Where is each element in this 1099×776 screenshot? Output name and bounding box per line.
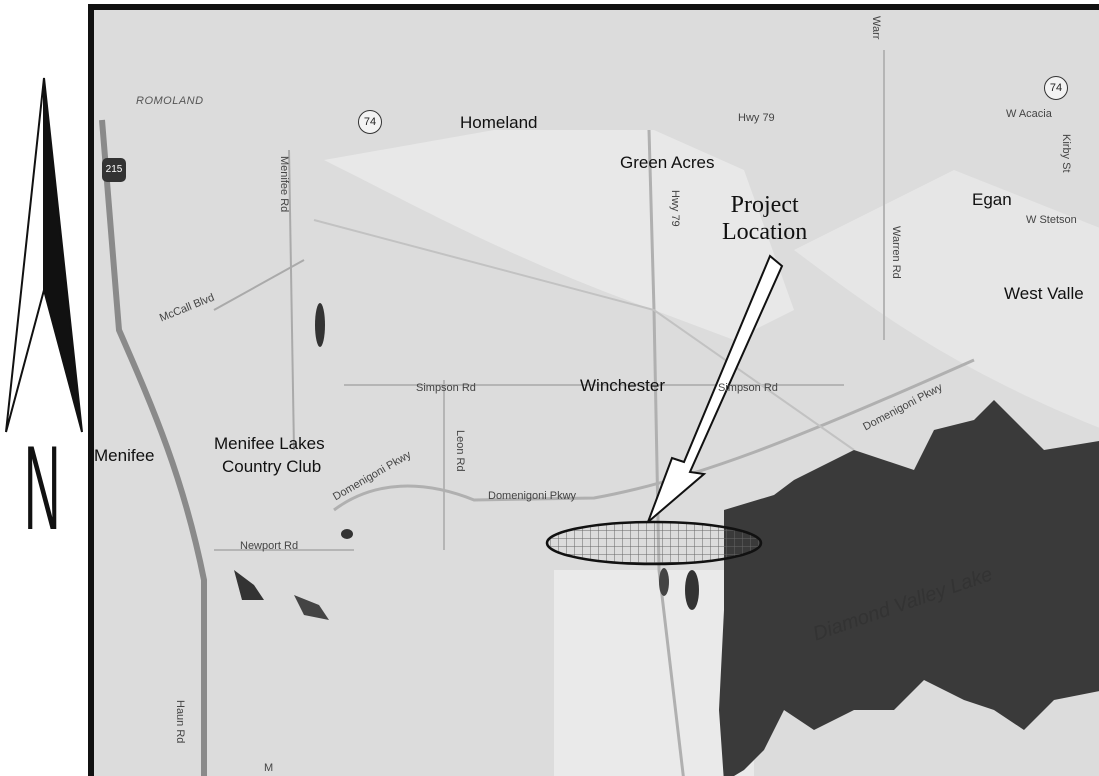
road-label-w-acacia: W Acacia — [1006, 108, 1052, 120]
north-label: N — [24, 421, 61, 555]
north-arrow — [5, 77, 83, 433]
white-zone-south — [554, 570, 754, 776]
water-patch — [315, 303, 325, 347]
road-mccall — [213, 259, 305, 311]
project-location-arrow — [647, 254, 784, 523]
place-winchester: Winchester — [580, 376, 666, 395]
road-hwy79 — [647, 129, 685, 776]
road-label-simpson-left: Simpson Rd — [416, 382, 476, 394]
road-label-w-stetson: W Stetson — [1026, 214, 1077, 226]
shield-hwy74-right: 74 — [1044, 76, 1068, 100]
urban-zone-east — [794, 170, 1099, 428]
place-homeland: Homeland — [460, 113, 538, 132]
place-country-club: Country Club — [222, 457, 322, 476]
road-diagonal — [313, 219, 855, 451]
road-label-hwy79-top: Hwy 79 — [738, 112, 775, 124]
shield-hwy74-left: 74 — [358, 110, 382, 134]
map-frame: 74 74 215 ROMOLAND Homeland Green Acres … — [88, 4, 1099, 776]
road-label-haun-rd: Haun Rd — [174, 700, 186, 744]
project-location-line1: Project — [730, 192, 799, 218]
road-label-kirby-st: Kirby St — [1060, 134, 1072, 173]
road-label-simpson-right: Simpson Rd — [718, 382, 778, 394]
place-menifee: Menifee — [94, 446, 155, 465]
project-location-line2: Location — [722, 219, 808, 245]
water-patch — [294, 595, 329, 620]
road-label-warren-rd: Warren Rd — [890, 226, 902, 279]
map-base — [99, 50, 1099, 776]
place-west-valley: West Valle — [1004, 284, 1084, 303]
place-menifee-lakes: Menifee Lakes — [214, 434, 325, 453]
place-egan: Egan — [972, 190, 1012, 209]
road-domenigoni — [333, 358, 975, 512]
interstate-215 — [99, 119, 207, 776]
water-patch — [685, 570, 699, 610]
road-menifee — [288, 149, 295, 451]
shield-i215: 215 — [102, 158, 126, 182]
road-label-hwy79-vert: Hwy 79 — [669, 190, 681, 227]
road-label-leon-rd: Leon Rd — [454, 430, 466, 472]
road-label-warren-top: Warr — [870, 16, 882, 40]
urban-zone-green-acres — [324, 130, 794, 340]
road-label-newport-rd: Newport Rd — [240, 540, 299, 552]
project-location-label: Project Location — [722, 192, 807, 246]
north-arrow-right-half — [43, 77, 83, 433]
place-green-acres: Green Acres — [620, 153, 715, 172]
diamond-valley-lake — [719, 400, 1099, 776]
road-label-bottom-m: M — [264, 762, 274, 774]
road-label-domenigoni-2: Domenigoni Pkwy — [488, 490, 577, 502]
water-patch — [341, 529, 353, 539]
place-romoland: ROMOLAND — [136, 95, 204, 107]
project-location-area — [545, 520, 763, 566]
road-label-menifee-rd: Menifee Rd — [278, 156, 290, 213]
water-patch — [234, 570, 264, 600]
north-arrow-left-half — [5, 77, 45, 433]
water-patch — [659, 568, 669, 596]
